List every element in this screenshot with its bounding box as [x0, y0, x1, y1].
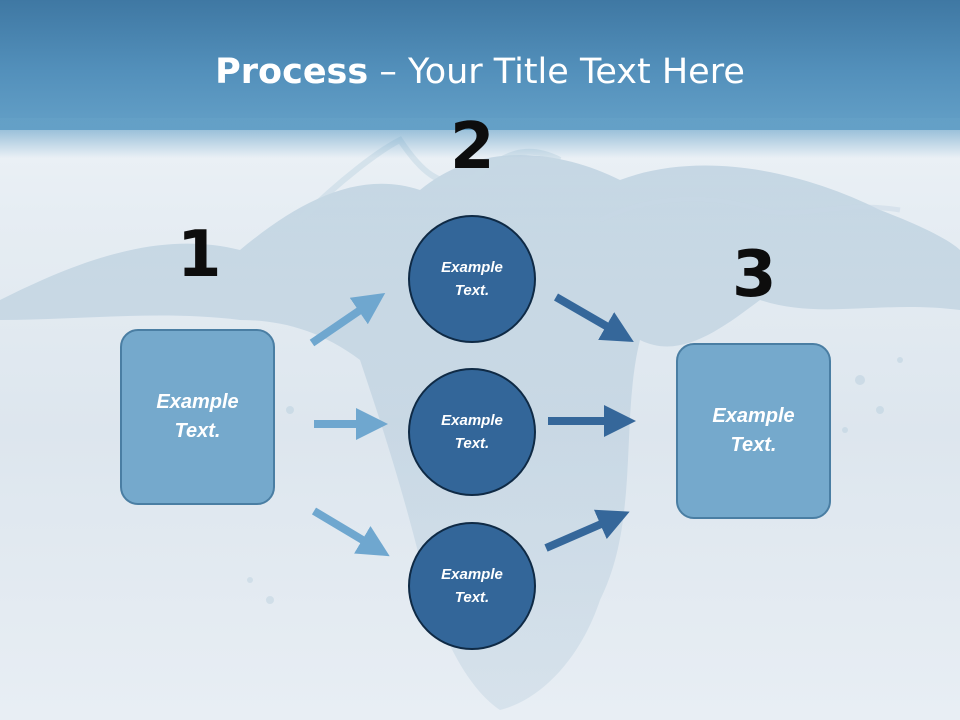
title-rest: – Your Title Text Here [368, 52, 745, 92]
arrow-left-to-top [309, 292, 386, 347]
arrow-top-to-right [553, 293, 634, 343]
box-left-line1: Example [156, 391, 239, 413]
step-number-1: 1 [177, 218, 222, 292]
circle-bottom-line1: Example [441, 566, 503, 583]
title-bar [0, 0, 960, 130]
circle-bottom-line2: Text. [454, 589, 490, 606]
step-number-2: 2 [450, 110, 495, 184]
process-circle-top[interactable]: Example Text. [408, 215, 536, 343]
title-bold: Process [215, 52, 369, 92]
arrow-bottom-to-right [544, 509, 630, 552]
process-circle-middle[interactable]: Example Text. [408, 368, 536, 496]
process-box-right[interactable]: Example Text. [676, 343, 831, 519]
process-box-left[interactable]: Example Text. [120, 329, 275, 505]
circle-middle-line2: Text. [454, 435, 490, 452]
box-right-line2: Text. [730, 434, 777, 456]
circle-middle-line1: Example [441, 412, 503, 429]
step-number-3: 3 [732, 238, 777, 312]
circle-top-line2: Text. [454, 282, 490, 299]
process-circle-bottom[interactable]: Example Text. [408, 522, 536, 650]
box-left-line2: Text. [174, 420, 221, 442]
box-right-line1: Example [712, 405, 795, 427]
title-bar-fade [0, 118, 960, 158]
slide-title[interactable]: Process – Your Title Text Here [0, 52, 960, 92]
circle-top-line1: Example [441, 259, 503, 276]
arrow-left-to-bottom [311, 507, 390, 557]
